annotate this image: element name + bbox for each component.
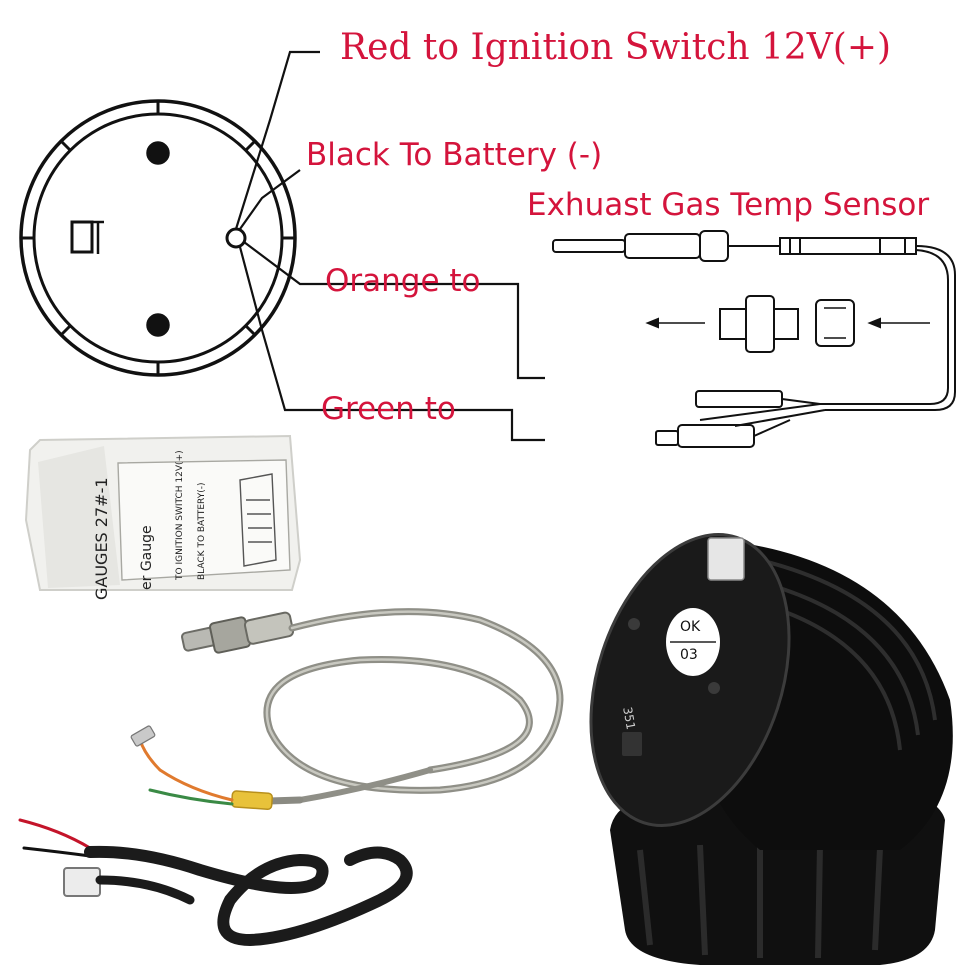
instruction-manual bbox=[24, 434, 302, 591]
gauge-serial-number: 351 bbox=[620, 705, 638, 731]
wire-exit-hole bbox=[225, 227, 247, 249]
gauge-product bbox=[589, 533, 953, 965]
connector-port bbox=[70, 220, 94, 254]
power-harness bbox=[18, 818, 413, 947]
red-wire-label: Red to Ignition Switch 12V(+) bbox=[340, 27, 892, 68]
wire-leader-lines bbox=[234, 50, 545, 442]
mount-hole-top bbox=[146, 141, 170, 165]
sticker-bottom-text: 03 bbox=[680, 647, 698, 663]
orange-wire-label: Orange to bbox=[325, 263, 481, 299]
gauge-rim-notches bbox=[21, 101, 295, 375]
manual-title: GAUGES 27#-1 bbox=[92, 477, 111, 600]
black-wire-label: Black To Battery (-) bbox=[306, 137, 603, 173]
egt-sensor-drawing bbox=[552, 230, 956, 448]
green-wire-label: Green to bbox=[321, 391, 456, 427]
manual-subtitle: er Gauge bbox=[139, 525, 155, 590]
sticker-top-text: OK bbox=[680, 619, 701, 635]
egt-probe-cable bbox=[130, 608, 564, 810]
gauge-back-diagram bbox=[19, 99, 297, 377]
mount-hole-bottom bbox=[146, 313, 170, 337]
egt-sensor-label: Exhuast Gas Temp Sensor bbox=[527, 187, 930, 223]
manual-line-ignition: TO IGNITION SWITCH 12V(+) bbox=[175, 450, 185, 580]
manual-line-battery: BLACK TO BATTERY(-) bbox=[197, 482, 207, 580]
